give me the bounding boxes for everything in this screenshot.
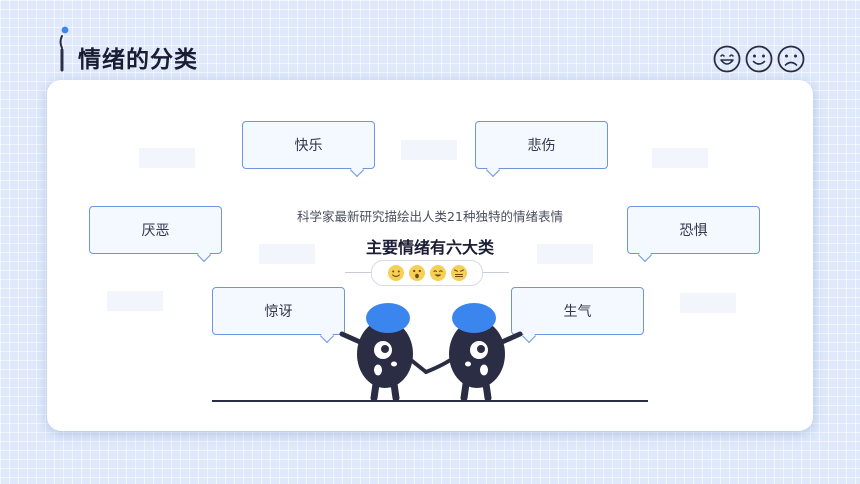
emotion-bubble-fear: 恐惧 [627,206,760,254]
decorative-block [652,148,708,168]
emoji-row [345,260,509,286]
happy-emoji-icon [429,265,446,281]
angry-emoji-icon [450,265,467,281]
cartoon-characters-illustration [339,303,523,402]
smiley-emoji-icon [387,265,404,281]
emoji-pill [371,260,483,286]
sad-face-icon [777,45,805,73]
research-subtitle: 科学家最新研究描绘出人类21种独特的情绪表情 [297,209,563,224]
surprised-emoji-icon [408,265,425,281]
decorative-block [139,148,195,168]
emotion-bubble-anger: 生气 [511,287,644,335]
ground-line [212,400,648,402]
decorative-block [259,244,315,264]
decorative-block [401,140,457,160]
smiling-face-icon [745,45,773,73]
emotion-bubble-happy: 快乐 [242,121,375,169]
decorative-block [107,291,163,311]
header-faces [712,44,806,74]
main-headline: 主要情绪有六大类 [365,238,494,257]
decorative-block [680,293,736,313]
laughing-face-icon [713,45,741,73]
emotion-bubble-disgust: 厌恶 [89,206,222,254]
title-decoration-icon [59,26,69,72]
decorative-block [537,244,593,264]
page-title: 情绪的分类 [78,47,198,73]
emotion-bubble-surprise: 惊讶 [212,287,345,335]
emotion-bubble-sad: 悲伤 [475,121,608,169]
